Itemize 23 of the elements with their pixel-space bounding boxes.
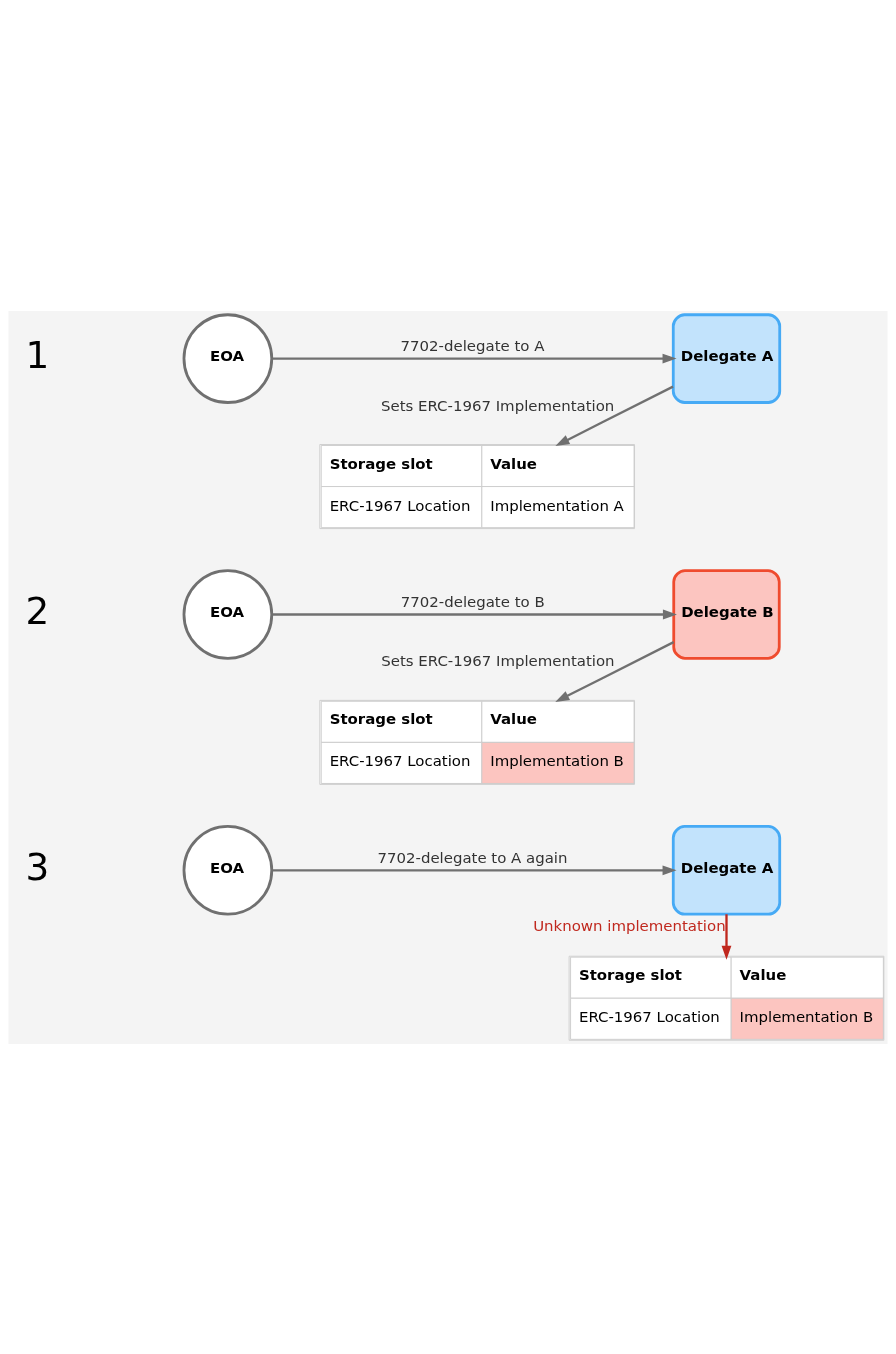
node-box: Delegate B (672, 568, 781, 660)
label: 1 (25, 332, 50, 377)
arrow (555, 640, 675, 702)
arrow (272, 864, 677, 875)
label: 2 (25, 588, 50, 633)
edge-label: Unknown implementation (533, 916, 726, 935)
label: 3 (25, 844, 50, 889)
node-text: Storage slot Value ERC-1967 Location Implementation B (329, 709, 624, 770)
arrow (272, 609, 677, 619)
edge-label: 7702-delegate to A again (377, 848, 568, 867)
edge-label: Sets ERC-1967 Implementation (381, 651, 615, 670)
node-circle: EOA (182, 312, 274, 404)
edge-label: Sets ERC-1967 Implementation (380, 396, 615, 415)
node-circle: EOA (182, 568, 274, 660)
node-box: Delegate A (671, 824, 782, 916)
arrow (272, 353, 677, 364)
node-text: Storage slot Value ERC-1967 Location Implementation A (329, 454, 624, 515)
edge-label: 7702-delegate to A (400, 336, 545, 355)
arrow (555, 385, 674, 446)
node-circle: EOA (182, 824, 274, 916)
node-box: Delegate A (671, 312, 782, 404)
arrow (721, 913, 732, 960)
edge-label: 7702-delegate to B (400, 592, 545, 611)
